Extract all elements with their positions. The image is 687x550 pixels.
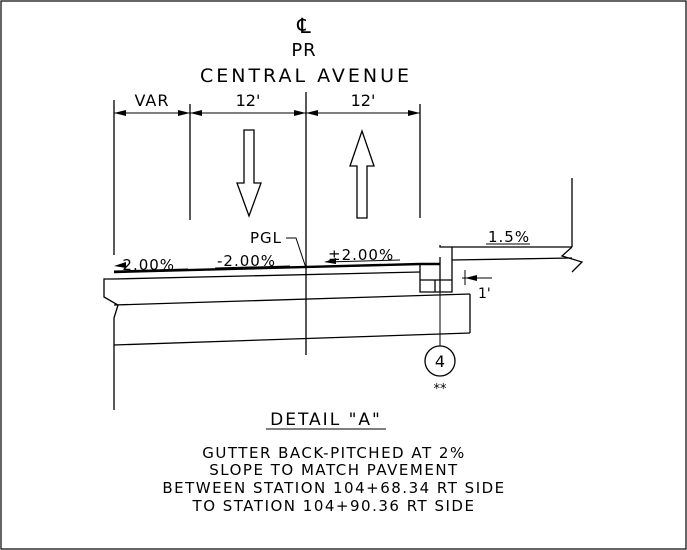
- curb-outline: [419, 245, 453, 293]
- slope-arrow: [324, 258, 336, 264]
- note-line: SLOPE TO MATCH PAVEMENT: [209, 461, 458, 479]
- callout-number: 4: [435, 352, 445, 371]
- pavement-layer: [113, 271, 421, 280]
- traffic-arrow-up: [349, 128, 375, 219]
- detail-title: DETAIL "A": [270, 410, 382, 430]
- traffic-arrow-down: [236, 129, 262, 218]
- dim-arrow: [190, 110, 202, 116]
- centerline-symbol: ℄: [296, 14, 311, 38]
- break-line-left: [103, 278, 119, 410]
- dim-arrow: [408, 110, 420, 116]
- slope-underline: [325, 259, 401, 263]
- offset-label: 1': [478, 286, 491, 302]
- road-name: CENTRAL AVENUE: [200, 65, 412, 87]
- callout-circle: [424, 345, 456, 377]
- note-line: TO STATION 104+90.36 RT SIDE: [192, 497, 476, 515]
- slope-lane-left: -2.00%: [217, 252, 276, 270]
- dim-arrow: [114, 110, 126, 116]
- offset-arrow: [465, 275, 477, 281]
- sidewalk-bottom: [451, 257, 573, 261]
- base-layer: [113, 293, 471, 306]
- slope-arrow: [114, 262, 126, 268]
- dim-lane-right: 12': [351, 91, 376, 110]
- callout-note: **: [434, 382, 448, 397]
- centerline-label: PR: [291, 40, 316, 61]
- dim-lane-left: 12': [236, 91, 261, 110]
- slope-underline: [214, 265, 291, 269]
- note-line: GUTTER BACK-PITCHED AT 2%: [202, 444, 465, 462]
- dim-arrow: [306, 110, 318, 116]
- dim-arrow: [294, 110, 306, 116]
- slope-underline: [113, 268, 189, 272]
- dim-arrow: [178, 110, 190, 116]
- slope-lane-right: ±2.00%: [328, 246, 394, 264]
- pgl-label: PGL: [250, 229, 282, 247]
- slope-sidewalk: 1.5%: [488, 228, 530, 246]
- note-line: BETWEEN STATION 104+68.34 RT SIDE: [162, 479, 505, 497]
- dim-var: VAR: [135, 91, 170, 110]
- pavement-surface: [113, 262, 421, 274]
- break-line-right: [560, 246, 584, 273]
- subbase-bottom: [113, 332, 471, 346]
- pgl-leader: [286, 237, 307, 269]
